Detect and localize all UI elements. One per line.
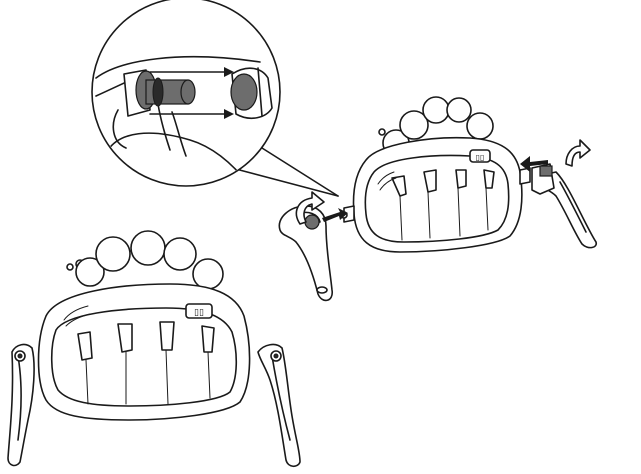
callout-line-lower [231, 167, 339, 197]
alignment-arrows [149, 67, 234, 119]
lower-button-panel: ▯▯ [185, 303, 213, 319]
lower-bead-row [66, 230, 224, 290]
lower-toy-bar: ▯▯ [37, 230, 251, 421]
lower-frame-highlight [63, 305, 91, 327]
right-arm-clip [539, 165, 553, 177]
detail-peg-tip [180, 79, 196, 105]
lower-frame-inner [50, 307, 238, 407]
svg-text:▯▯: ▯▯ [194, 308, 204, 318]
upper-button-panel: ▯▯ [469, 149, 491, 163]
left-arm-knob [304, 214, 320, 230]
left-attach-arrows [295, 191, 348, 225]
detail-socket-flange [257, 67, 263, 117]
svg-text:▯▯: ▯▯ [476, 153, 485, 162]
right-arm-detached [531, 163, 598, 249]
callout-line-upper [261, 147, 339, 197]
detail-magnifier [91, 0, 339, 197]
detail-socket-hole [230, 73, 258, 111]
detail-shell [112, 109, 127, 149]
detail-housing-bottom [107, 132, 251, 185]
upper-piano-keys [391, 169, 495, 241]
lower-left-arm [7, 343, 35, 467]
upper-frame-highlight [377, 171, 397, 191]
right-attach-arrows [520, 139, 591, 172]
lower-piano-keys [77, 321, 215, 405]
lower-right-arm [257, 343, 301, 468]
detail-housing-curve [95, 55, 261, 79]
upper-frame-inner [364, 154, 510, 243]
detail-peg-ring [152, 77, 164, 107]
upper-toy-bar: ▯▯ [340, 96, 531, 253]
